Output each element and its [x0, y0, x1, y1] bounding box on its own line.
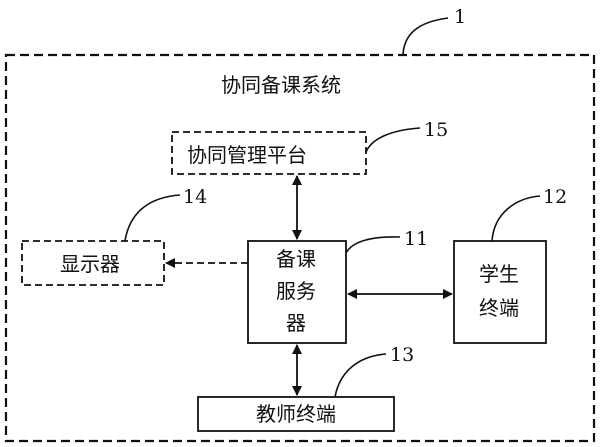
ref-student: 12 — [543, 186, 567, 208]
student-terminal-box — [453, 240, 547, 344]
leader-line-server — [345, 236, 401, 254]
leader-line-platform — [365, 127, 421, 153]
system-title: 协同备课系统 — [221, 73, 341, 97]
teacher-terminal-label: 教师终端 — [256, 402, 336, 426]
server-label-line-2: 服务 — [276, 279, 316, 303]
ref-server: 11 — [404, 228, 428, 250]
leader-line-display — [124, 194, 181, 242]
leader-line-system — [402, 17, 449, 56]
teacher-terminal-box — [197, 396, 395, 432]
server-label-line-3: 器 — [286, 311, 306, 335]
student-terminal-line-1: 学生 — [479, 262, 519, 286]
leader-line-student — [491, 195, 541, 242]
server-box — [247, 240, 347, 344]
student-terminal-line-2: 终端 — [479, 296, 519, 320]
ref-teacher: 13 — [390, 344, 414, 366]
display-box — [21, 240, 165, 286]
management-platform-box — [171, 131, 367, 175]
leader-line-teacher — [334, 353, 387, 398]
ref-system: 1 — [454, 6, 466, 28]
display-label: 显示器 — [60, 252, 120, 276]
ref-platform: 15 — [424, 119, 448, 141]
management-platform-label: 协同管理平台 — [187, 143, 307, 167]
system-boundary — [4, 53, 596, 443]
ref-display: 14 — [183, 186, 207, 208]
server-label-line-1: 备课 — [276, 247, 316, 271]
